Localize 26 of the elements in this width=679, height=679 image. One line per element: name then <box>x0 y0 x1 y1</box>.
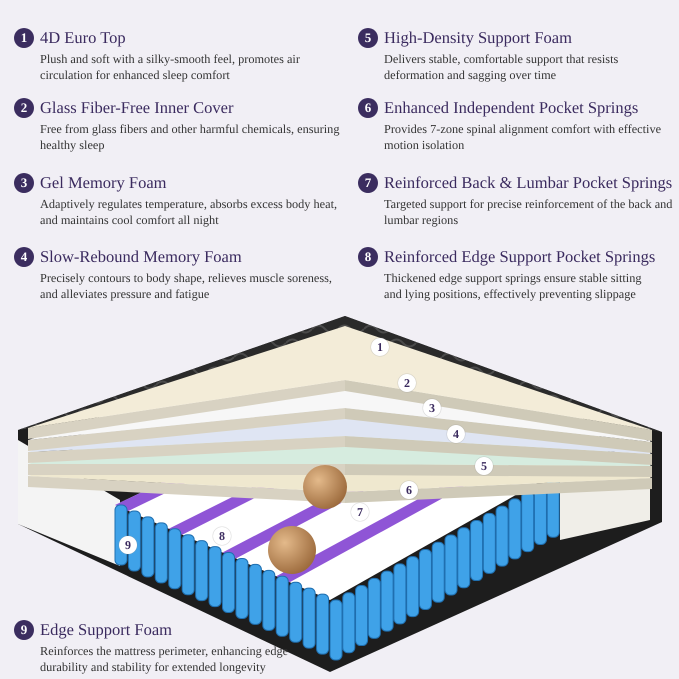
number-badge: 2 <box>14 98 34 118</box>
number-badge: 6 <box>358 98 378 118</box>
feature-heading: High-Density Support Foam <box>384 28 572 48</box>
feature-description: Adaptively regulates temperature, absorbs excess body heat, and maintains cool comfort all night <box>40 196 338 228</box>
feature-heading: 4D Euro Top <box>40 28 126 48</box>
feature-description: Targeted support for precise reinforcement of the back and lumbar regions <box>384 196 673 228</box>
number-badge: 9 <box>14 620 34 640</box>
feature-description: Provides 7-zone spinal alignment comfort with effective motion isolation <box>384 121 662 153</box>
feature-description: Delivers stable, comfortable support that resists deformation and sagging over time <box>384 51 620 83</box>
feature-heading: Reinforced Back & Lumbar Pocket Springs <box>384 173 672 193</box>
number-badge: 4 <box>14 247 34 267</box>
number-badge: 7 <box>358 173 378 193</box>
number-badge: 8 <box>358 247 378 267</box>
feature-heading: Enhanced Independent Pocket Springs <box>384 98 638 118</box>
feature-description: Plush and soft with a silky-smooth feel, promotes air circulation for enhanced sleep comfort <box>40 51 301 83</box>
number-badge: 1 <box>14 28 34 48</box>
number-badge: 3 <box>14 173 34 193</box>
number-badge: 5 <box>358 28 378 48</box>
feature-description: Free from glass fibers and other harmful chemicals, ensuring healthy sleep <box>40 121 340 153</box>
feature-heading: Slow-Rebound Memory Foam <box>40 247 242 267</box>
feature-description: Precisely contours to body shape, relieves muscle soreness, and alleviates pressure and fatigue <box>40 270 333 302</box>
feature-heading: Gel Memory Foam <box>40 173 166 193</box>
feature-heading: Glass Fiber-Free Inner Cover <box>40 98 234 118</box>
feature-heading: Edge Support Foam <box>40 620 172 640</box>
feature-heading: Reinforced Edge Support Pocket Springs <box>384 247 656 267</box>
feature-description: Thickened edge support springs ensure stable sitting and lying positions, effectively preventing slippage <box>384 270 642 302</box>
